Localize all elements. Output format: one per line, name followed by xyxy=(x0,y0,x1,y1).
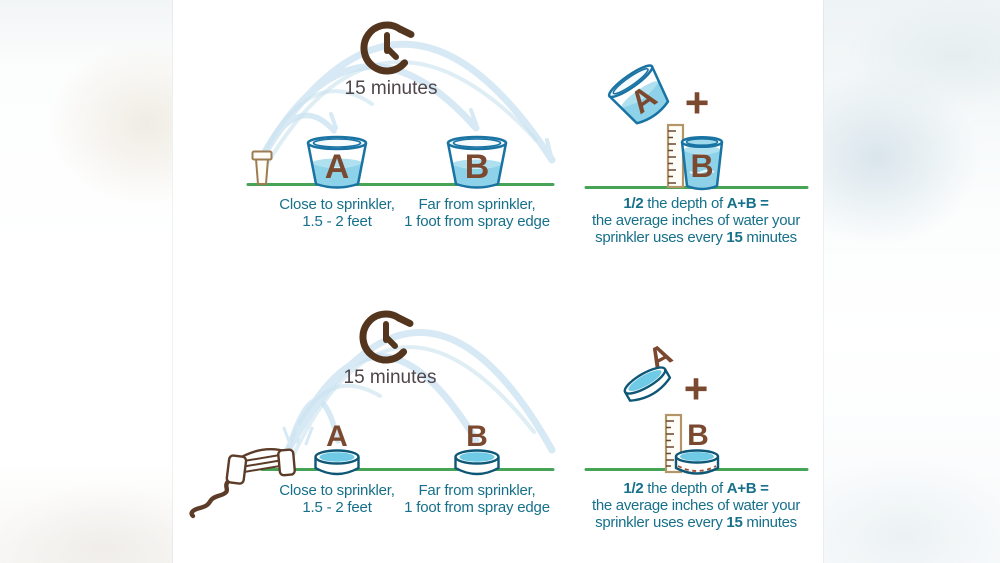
can-a: A xyxy=(314,420,360,476)
svg-text:1/2 the depth of A+B =: 1/2 the depth of A+B = xyxy=(623,195,769,212)
can-b-bottom-right-label: B xyxy=(687,419,709,452)
svg-text:Close to sprinkler,: Close to sprinkler, xyxy=(279,196,394,213)
ruler-icon-top xyxy=(666,123,685,189)
can-b-bottom-right: B xyxy=(674,419,720,475)
plus-icon-bottom: + xyxy=(684,365,709,412)
svg-text:the average inches of water yo: the average inches of water your xyxy=(592,212,800,229)
top-right-scene: A + B 1/2 the depth of xyxy=(584,64,809,246)
svg-text:1 foot from spray edge: 1 foot from spray edge xyxy=(404,499,550,516)
result-text-bottom: 1/2 the depth of A+B = the average inche… xyxy=(592,480,801,531)
caption-close-top: Close to sprinkler, 1.5 - 2 feet xyxy=(279,196,395,230)
svg-text:1.5 - 2 feet: 1.5 - 2 feet xyxy=(302,499,372,516)
svg-text:1/2 the depth of A+B =: 1/2 the depth of A+B = xyxy=(623,480,769,497)
left-blur-panel xyxy=(0,0,173,563)
hose-sprinkler-icon xyxy=(189,448,296,519)
svg-text:1 foot from spray edge: 1 foot from spray edge xyxy=(404,213,550,230)
bucket-a: A xyxy=(306,135,368,189)
sprinkler-head-icon xyxy=(251,150,273,185)
caption-close-bottom: Close to sprinkler, 1.5 - 2 feet xyxy=(279,482,395,516)
svg-text:sprinkler uses every 15 minute: sprinkler uses every 15 minutes xyxy=(595,229,797,246)
right-blur-panel xyxy=(823,0,1000,563)
top-left-scene: 15 minutes A xyxy=(246,21,556,230)
svg-text:Far from sprinkler,: Far from sprinkler, xyxy=(418,196,535,213)
bucket-b: B xyxy=(446,135,508,189)
bottom-left-scene: 15 minutes A B xyxy=(189,310,556,519)
spray-arcs-top xyxy=(258,40,556,168)
svg-text:the average inches of water yo: the average inches of water your xyxy=(592,497,800,514)
can-b: B xyxy=(454,420,500,476)
bucket-a-label: A xyxy=(325,148,350,186)
can-a-label: A xyxy=(326,420,348,453)
can-b-label: B xyxy=(466,420,488,453)
svg-text:Close to sprinkler,: Close to sprinkler, xyxy=(279,482,394,499)
bottom-right-scene: A + B xyxy=(584,337,809,531)
timer-label-top: 15 minutes xyxy=(345,78,438,99)
plus-icon-top: + xyxy=(685,79,710,126)
cup-b-top-right: B xyxy=(680,135,724,191)
caption-far-bottom: Far from sprinkler, 1 foot from spray ed… xyxy=(404,482,550,516)
result-text-top: 1/2 the depth of A+B = the average inche… xyxy=(592,195,801,246)
clock-icon xyxy=(360,21,415,75)
spray-arcs-bottom xyxy=(282,329,556,460)
tilted-cup-a: A xyxy=(607,64,670,125)
cup-b-top-right-label: B xyxy=(690,148,713,184)
caption-far-top: Far from sprinkler, 1 foot from spray ed… xyxy=(404,196,550,230)
bucket-b-label: B xyxy=(465,148,490,186)
svg-text:Far from sprinkler,: Far from sprinkler, xyxy=(418,482,535,499)
clock-icon-bottom xyxy=(359,310,414,364)
timer-label-bottom: 15 minutes xyxy=(344,367,437,388)
tilted-can-a xyxy=(623,366,672,402)
svg-text:sprinkler uses every 15 minute: sprinkler uses every 15 minutes xyxy=(595,514,797,531)
svg-text:1.5 - 2 feet: 1.5 - 2 feet xyxy=(302,213,372,230)
